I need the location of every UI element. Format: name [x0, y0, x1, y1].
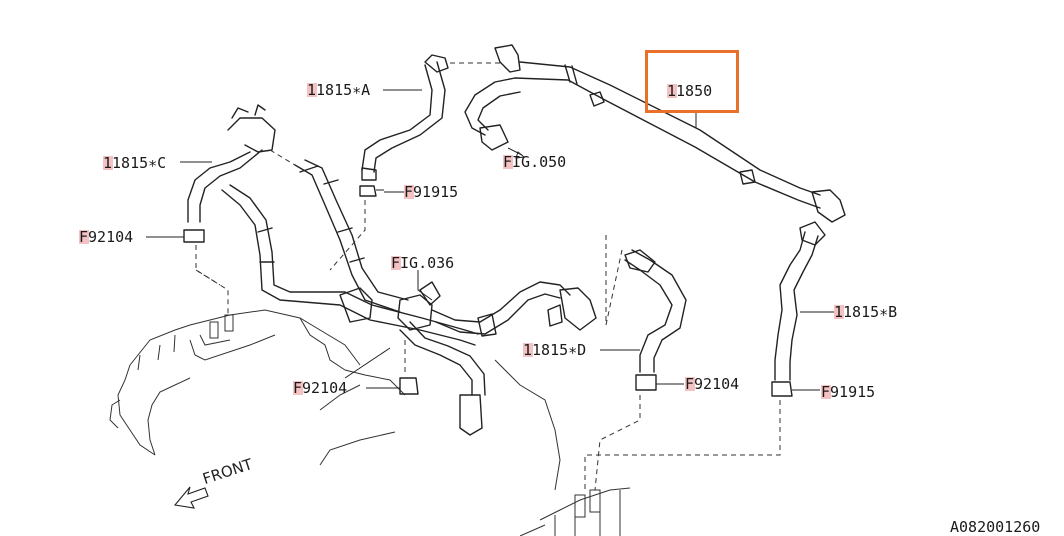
label-highlight — [503, 155, 513, 169]
engine-block-outline — [109, 309, 406, 466]
label-prefix: 1 — [667, 82, 677, 100]
label-text: 1850 — [676, 82, 713, 100]
label-prefix: F — [391, 254, 401, 272]
label-prefix: F — [404, 183, 414, 201]
label-11815d[interactable]: 11815∗D — [523, 341, 586, 359]
front-arrow-icon — [173, 486, 209, 509]
label-highlight — [667, 84, 677, 98]
label-prefix: F — [503, 153, 513, 171]
pipe-11850 — [494, 44, 846, 223]
pipe-assembly-center — [221, 159, 597, 436]
label-text: 91915 — [830, 383, 876, 401]
label-text: 1815∗C — [112, 154, 167, 172]
label-highlight — [685, 377, 695, 391]
label-prefix: 1 — [103, 154, 113, 172]
label-highlight — [293, 381, 303, 395]
label-text: 1815∗D — [532, 341, 587, 359]
label-highlight — [307, 83, 317, 97]
label-highlight — [821, 385, 831, 399]
hose-fig050 — [464, 77, 526, 159]
leader-lines — [146, 89, 836, 391]
label-11815a[interactable]: 11815∗A — [307, 81, 370, 99]
label-fig036[interactable]: FIG.036 — [391, 254, 454, 272]
label-text: 91915 — [413, 183, 459, 201]
label-text: 1815∗A — [316, 81, 371, 99]
label-11815c[interactable]: 11815∗C — [103, 154, 166, 172]
label-f91915-top[interactable]: F91915 — [404, 183, 458, 201]
label-text: 1815∗B — [843, 303, 898, 321]
label-highlight — [404, 185, 414, 199]
reference-code: A082001260 — [950, 518, 1041, 536]
dashed-connections — [195, 149, 781, 491]
label-text: 92104 — [88, 228, 134, 246]
label-highlight — [834, 305, 844, 319]
label-prefix: F — [821, 383, 831, 401]
label-prefix: 1 — [834, 303, 844, 321]
label-highlight — [79, 230, 89, 244]
label-highlight — [391, 256, 401, 270]
label-f92104-bottom[interactable]: F92104 — [293, 379, 347, 397]
highlight-box-11850 — [645, 50, 739, 113]
label-highlight — [103, 156, 113, 170]
label-f92104-left[interactable]: F92104 — [79, 228, 133, 246]
label-highlight — [523, 343, 533, 357]
label-prefix: 1 — [523, 341, 533, 359]
label-fig050[interactable]: FIG.050 — [503, 153, 566, 171]
hose-11815d — [624, 249, 687, 391]
label-f91915-bottom[interactable]: F91915 — [821, 383, 875, 401]
clamp-f91915-top — [359, 185, 384, 197]
label-11815b[interactable]: 11815∗B — [834, 303, 897, 321]
label-prefix: F — [79, 228, 89, 246]
label-prefix: F — [293, 379, 303, 397]
hose-11815c — [183, 104, 276, 243]
clamp-f92104-bottom — [399, 377, 419, 395]
label-prefix: 1 — [307, 81, 317, 99]
label-text: IG.050 — [512, 153, 567, 171]
radiator-outline — [494, 359, 631, 536]
label-text: IG.036 — [400, 254, 455, 272]
hose-11815a — [361, 54, 500, 181]
label-text: 92104 — [302, 379, 348, 397]
hose-11815b — [771, 221, 826, 397]
label-text: 92104 — [694, 375, 740, 393]
label-11850[interactable]: 11850 — [667, 82, 712, 100]
label-prefix: F — [685, 375, 695, 393]
label-f92104-right[interactable]: F92104 — [685, 375, 739, 393]
